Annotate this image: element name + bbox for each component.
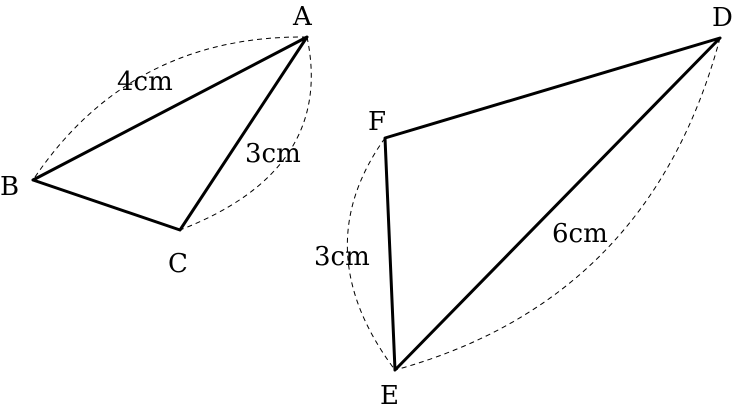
length-ab: 4cm xyxy=(117,67,173,97)
length-ac: 3cm xyxy=(245,139,301,169)
arc-ac xyxy=(179,36,312,231)
triangle-abc xyxy=(31,35,309,232)
label-a: A xyxy=(292,2,313,32)
label-f: F xyxy=(368,107,386,137)
label-e: E xyxy=(380,381,399,406)
length-fe: 3cm xyxy=(314,242,370,272)
label-c: C xyxy=(168,249,188,279)
arc-de xyxy=(394,37,721,371)
arc-ab xyxy=(32,36,308,181)
label-d: D xyxy=(712,3,733,33)
triangle-def xyxy=(383,36,722,372)
label-b: B xyxy=(0,172,19,202)
length-de: 6cm xyxy=(552,219,608,249)
